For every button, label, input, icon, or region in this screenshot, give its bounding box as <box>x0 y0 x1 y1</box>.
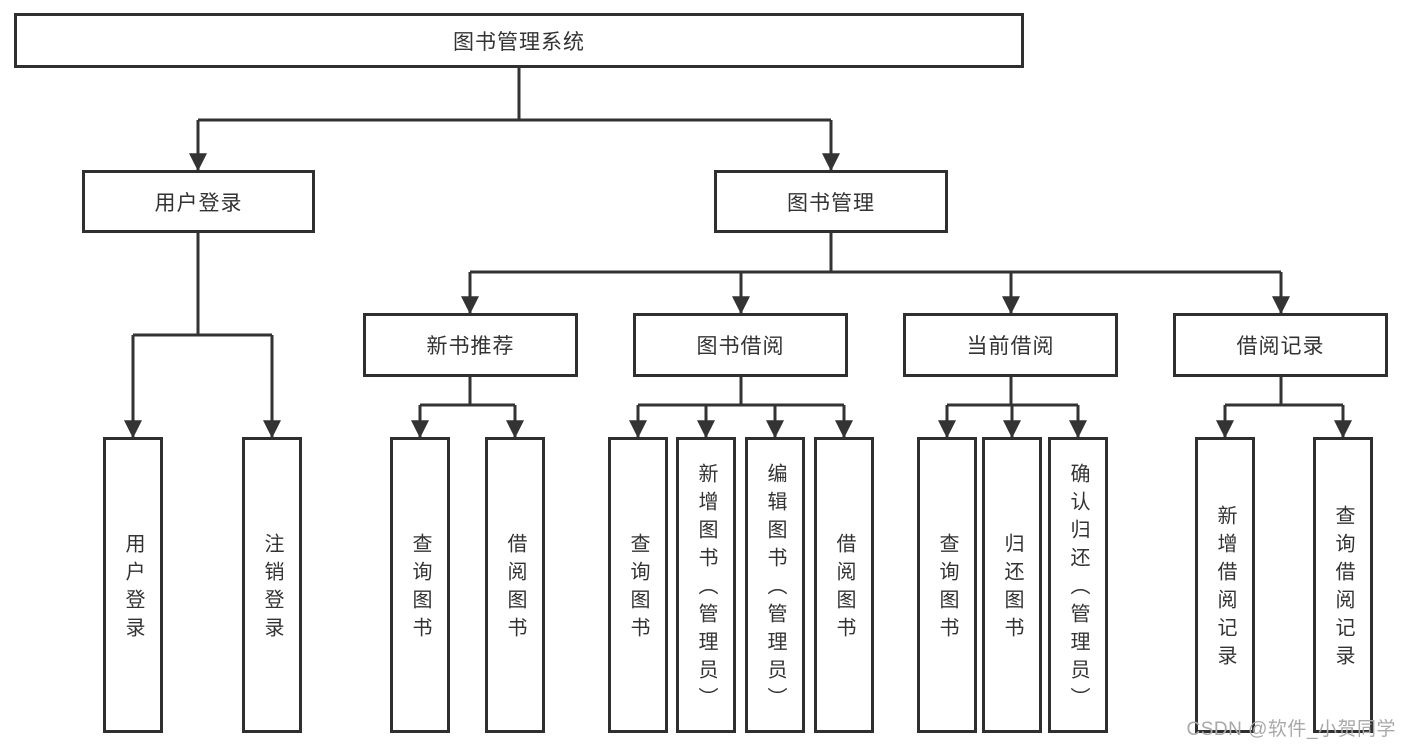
node-current-borrow: 当前借阅 <box>903 313 1118 377</box>
node-user-login-branch: 用户登录 <box>82 170 315 233</box>
leaf-label: 确认归还（管理员） <box>1067 463 1089 715</box>
csdn-watermark: CSDN @软件_小贺同学 <box>1186 719 1396 740</box>
leaf-add-borrow-record: 新增借阅记录 <box>1195 437 1255 733</box>
leaf-query-books-recommend: 查询图书 <box>390 437 450 733</box>
node-book-management-branch: 图书管理 <box>714 170 948 233</box>
leaf-query-books-borrow: 查询图书 <box>608 437 668 733</box>
node-label: 用户登录 <box>154 191 243 215</box>
leaf-confirm-return-admin: 确认归还（管理员） <box>1048 437 1108 733</box>
leaf-edit-books-admin: 编辑图书（管理员） <box>745 437 805 733</box>
leaf-label: 查询图书 <box>627 533 649 645</box>
node-label: 借阅记录 <box>1236 335 1325 358</box>
leaf-label: 借阅图书 <box>504 533 526 645</box>
leaf-logout: 注销登录 <box>242 437 302 733</box>
leaf-label: 查询借阅记录 <box>1332 505 1354 673</box>
node-root-label: 图书管理系统 <box>453 30 585 54</box>
leaf-label: 借阅图书 <box>833 533 855 645</box>
node-new-book-recommend: 新书推荐 <box>363 313 578 377</box>
node-label: 当前借阅 <box>966 335 1055 358</box>
leaf-label: 归还图书 <box>1001 533 1023 645</box>
node-label: 图书管理 <box>787 191 875 215</box>
leaf-borrow-books-recommend: 借阅图书 <box>485 437 545 733</box>
leaf-label: 查询图书 <box>936 533 958 645</box>
leaf-label: 注销登录 <box>261 533 283 645</box>
leaf-borrow-books: 借阅图书 <box>814 437 874 733</box>
leaf-query-borrow-record: 查询借阅记录 <box>1313 437 1373 733</box>
node-root-system: 图书管理系统 <box>14 13 1024 68</box>
leaf-user-login: 用户登录 <box>103 437 163 733</box>
leaf-return-books: 归还图书 <box>982 437 1042 733</box>
node-book-borrow: 图书借阅 <box>633 313 848 377</box>
node-borrow-records: 借阅记录 <box>1173 313 1388 377</box>
leaf-label: 查询图书 <box>409 533 431 645</box>
leaf-label: 编辑图书（管理员） <box>764 463 786 715</box>
leaf-label: 新增借阅记录 <box>1214 505 1236 673</box>
node-label: 图书借阅 <box>696 335 785 358</box>
node-label: 新书推荐 <box>426 335 515 358</box>
leaf-label: 用户登录 <box>122 533 144 645</box>
leaf-add-books-admin: 新增图书（管理员） <box>676 437 736 733</box>
leaf-label: 新增图书（管理员） <box>695 463 717 715</box>
leaf-query-books-current: 查询图书 <box>917 437 977 733</box>
